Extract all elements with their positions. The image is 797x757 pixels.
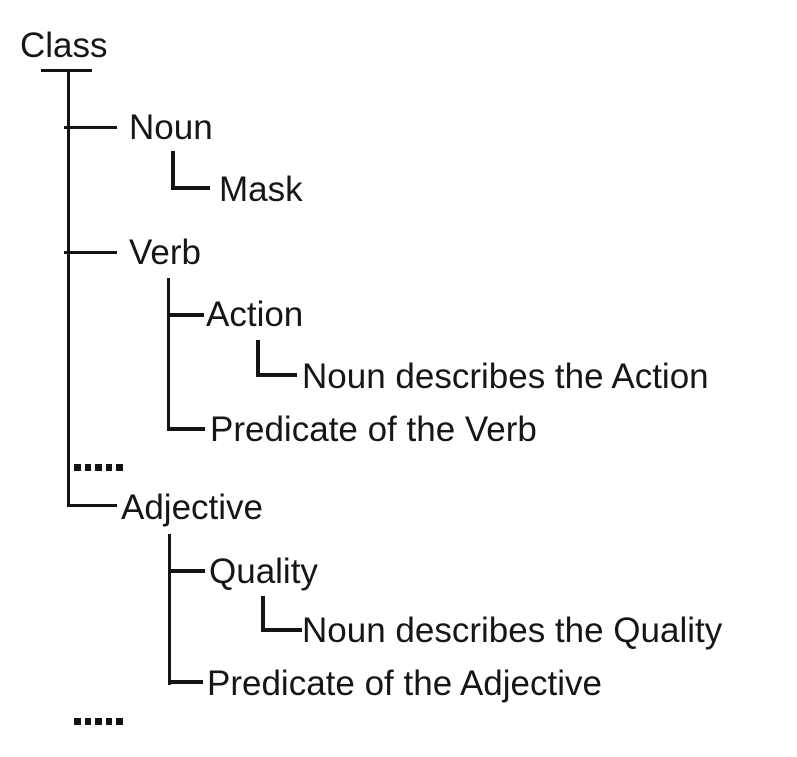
connector-action-child-elbow-vertical [256, 340, 260, 377]
connector-action-child-elbow-horizontal [256, 373, 297, 377]
node-noun: Noun [129, 108, 213, 147]
connector-quality-child-elbow-vertical [261, 596, 265, 632]
node-noun-describes-quality: Noun describes the Quality [302, 611, 723, 650]
node-adjective: Adjective [121, 488, 264, 527]
node-mask: Mask [219, 170, 303, 209]
node-quality: Quality [209, 552, 318, 591]
connector-adjective-elbow [67, 504, 117, 507]
connector-verb-predicate-tick [167, 427, 205, 431]
connector-main-stem [67, 69, 70, 506]
node-predicate-of-adjective: Predicate of the Adjective [207, 664, 602, 703]
connector-mask-elbow-horizontal [171, 186, 210, 190]
connector-adjective-substem [168, 534, 171, 685]
node-action: Action [206, 295, 304, 334]
node-predicate-of-verb: Predicate of the Verb [210, 410, 537, 449]
node-class: Class [20, 26, 108, 65]
connector-action-tick [167, 313, 204, 317]
connector-verb-tick [64, 251, 117, 254]
connector-adjective-predicate-tick [168, 680, 203, 684]
connector-verb-substem [167, 278, 170, 431]
node-noun-describes-action: Noun describes the Action [302, 357, 709, 396]
connector-noun-tick [64, 126, 117, 129]
connector-mask-elbow-vertical [171, 151, 175, 190]
node-verb: Verb [129, 233, 201, 272]
connector-quality-child-elbow-horizontal [261, 628, 302, 632]
connector-root-bar [41, 69, 92, 72]
ellipsis-more-classes-2 [74, 718, 123, 725]
ellipsis-more-classes-1 [74, 464, 123, 471]
connector-quality-tick [168, 569, 205, 573]
